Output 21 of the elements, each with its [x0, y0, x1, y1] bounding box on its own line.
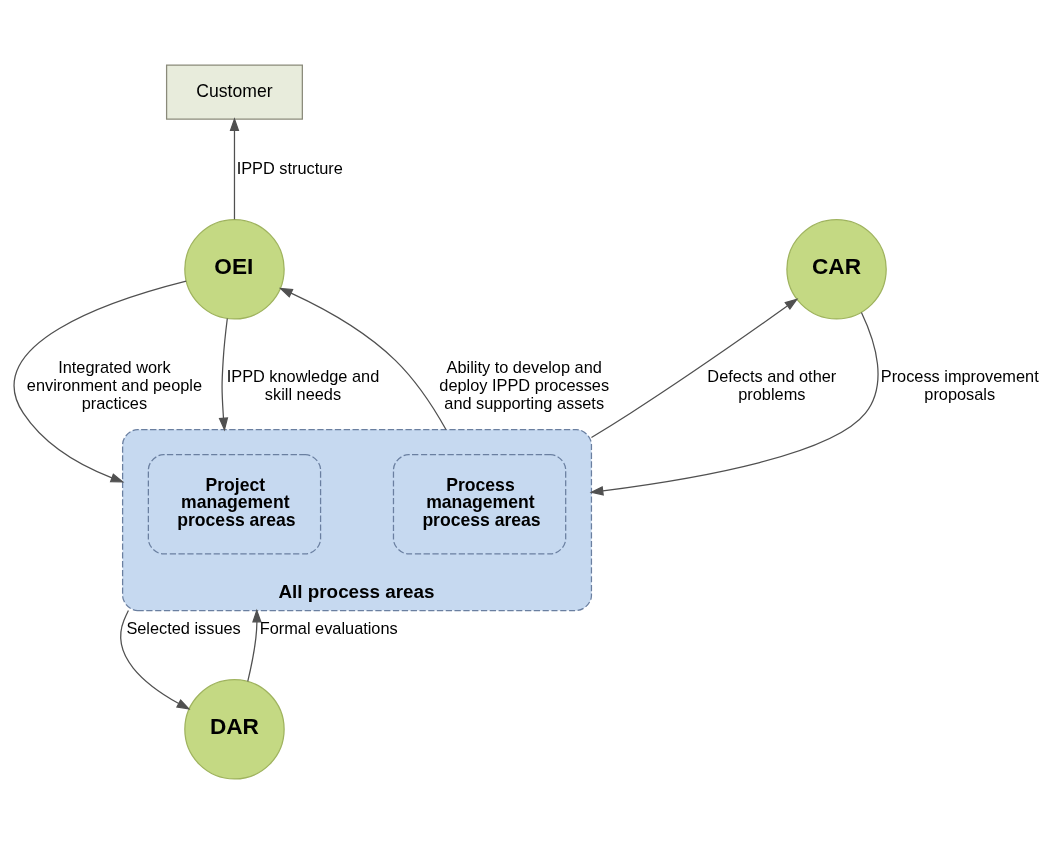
node-box: Customer: [165, 63, 303, 120]
edge-label: Selected issues: [126, 618, 241, 637]
node-box: Process management process areas: [392, 453, 567, 555]
node-circle: OEI: [184, 218, 285, 320]
arrow: [278, 287, 447, 430]
node-box: Project management process areas: [147, 453, 322, 555]
edge-label: IPPD structure: [236, 158, 343, 177]
edge-label: Defects and other problems: [707, 366, 837, 403]
edge-label: Process improvement proposals: [880, 366, 1039, 403]
arrow: [229, 116, 240, 220]
arrow: [218, 317, 229, 431]
arrow: [13, 280, 187, 482]
edge-label: Ability to develop and deploy IPPD processes and supporting assets: [439, 357, 610, 412]
edge-label: Formal evaluations: [259, 618, 398, 637]
edge-label: Integrated work environment and people practices: [26, 357, 203, 412]
arrow: [247, 608, 262, 682]
node-circle: DAR: [184, 678, 285, 780]
edge-label: IPPD knowledge and skill needs: [226, 366, 380, 403]
arrow: [590, 297, 799, 438]
arrow: [589, 311, 879, 496]
arrow: [120, 609, 191, 710]
